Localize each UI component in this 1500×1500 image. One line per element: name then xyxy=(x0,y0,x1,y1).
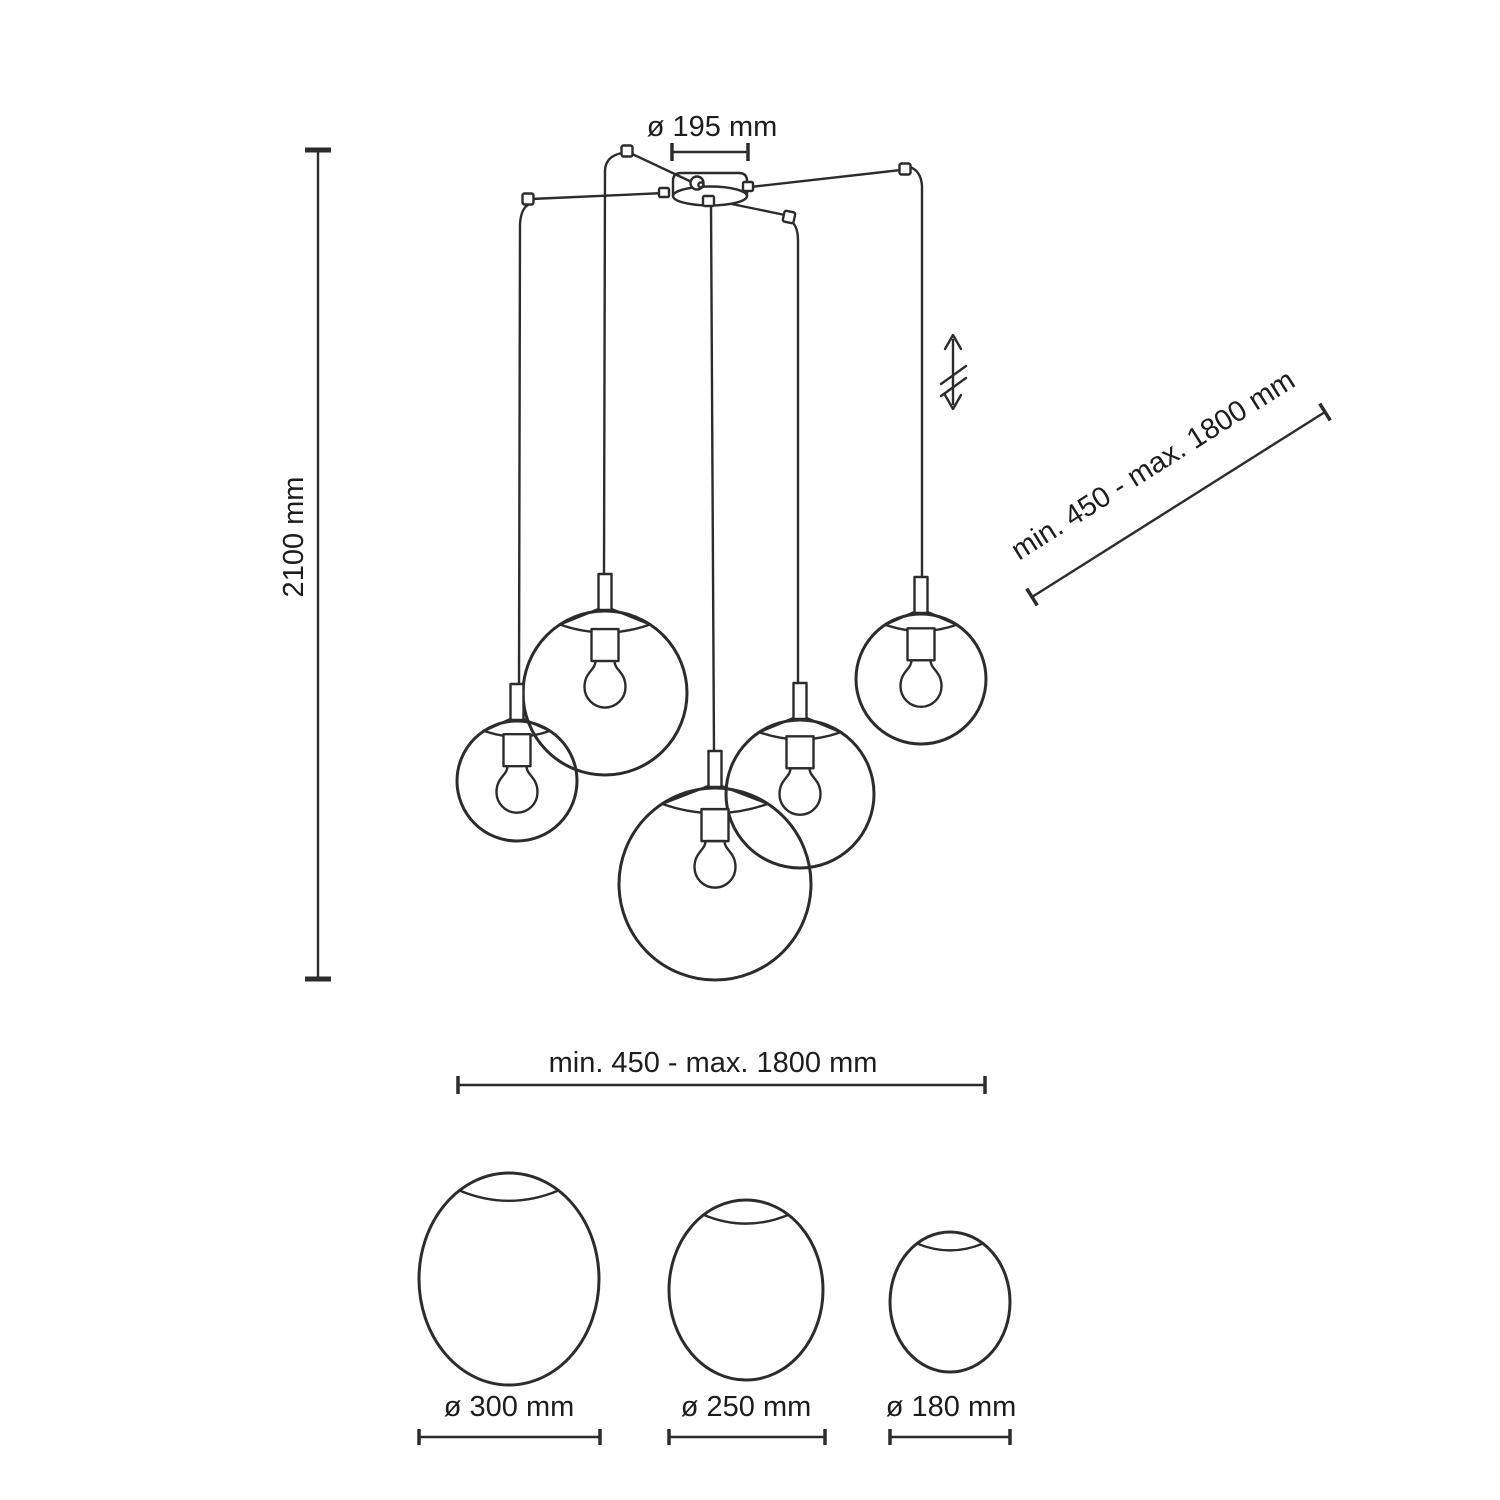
cord-length-label: min. 450 - max. 1800 mm xyxy=(1006,364,1301,567)
globe-size-reference xyxy=(417,1171,1012,1387)
canopy-diameter-label: ø 195 mm xyxy=(647,111,778,143)
cord xyxy=(602,151,624,578)
cord-length-tick-lower xyxy=(1025,587,1039,607)
spread-dimension: min. 450 - max. 1800 mm xyxy=(456,1047,987,1094)
reference-globe-1 xyxy=(417,1171,601,1387)
adjust-arrow-head-up-icon xyxy=(943,333,963,351)
cord-hook xyxy=(781,209,797,225)
cord-length-line xyxy=(1031,410,1326,599)
bulb-socket xyxy=(590,627,620,663)
glass-globe-outline xyxy=(667,1198,825,1382)
globe-cap-flare xyxy=(661,784,769,806)
cord xyxy=(529,191,667,201)
globe-stem xyxy=(707,749,723,789)
light-bulb xyxy=(778,767,822,816)
pendant-globe-4 xyxy=(854,575,988,746)
bulb-socket xyxy=(906,627,936,662)
reference-globe-3 xyxy=(888,1230,1012,1374)
adjust-arrow-break-slash-2 xyxy=(939,376,968,398)
cord-hook xyxy=(521,192,535,206)
globe-cap-flare xyxy=(884,610,958,626)
bulb-socket xyxy=(785,735,815,770)
spread-label: min. 450 - max. 1800 mm xyxy=(549,1047,878,1079)
suspension-cords xyxy=(517,165,924,755)
cord xyxy=(628,151,698,186)
globe-size-300-label: ø 300 mm xyxy=(444,1391,575,1423)
cord xyxy=(517,203,530,688)
light-bulb xyxy=(899,659,943,708)
globe-size-250-dimension: ø 250 mm xyxy=(667,1391,827,1445)
cord-hook xyxy=(620,144,634,158)
adjust-arrow-head-down-icon xyxy=(943,393,963,411)
cable-entry-pin xyxy=(697,181,705,189)
globe-stem xyxy=(913,575,929,615)
globe-cap-rim xyxy=(458,1189,560,1202)
light-bulb xyxy=(495,765,539,814)
fixture-height-label: 2100 mm xyxy=(278,477,310,598)
glass-globe-outline xyxy=(417,1171,601,1387)
pendant-globe-3 xyxy=(724,681,876,870)
cord-length-dimension: min. 450 - max. 1800 mm xyxy=(1006,364,1332,607)
fixture-height-dimension: 2100 mm xyxy=(278,147,331,982)
cord xyxy=(908,165,924,581)
light-bulb xyxy=(693,839,737,889)
pendant-globe-2 xyxy=(455,682,579,843)
height-adjust-arrow xyxy=(939,333,968,411)
globe-size-180-dimension: ø 180 mm xyxy=(886,1391,1017,1445)
globe-stem xyxy=(597,572,613,612)
pendant-globe-1 xyxy=(521,572,689,777)
cord xyxy=(748,168,903,189)
cord xyxy=(709,201,716,755)
ceiling-canopy xyxy=(521,144,912,578)
pendant-globe-5 xyxy=(617,749,813,982)
canopy-tab-right xyxy=(741,180,755,193)
bulb-socket xyxy=(502,733,532,768)
globe-size-250-label: ø 250 mm xyxy=(681,1391,812,1423)
cord-length-tick-upper xyxy=(1318,402,1332,422)
globe-cap-rim xyxy=(702,1213,790,1225)
bulb-socket xyxy=(700,807,730,843)
canopy-diameter-dimension: ø 195 mm xyxy=(647,111,778,161)
globe-cap-flare xyxy=(758,716,842,734)
globe-stem xyxy=(509,682,525,722)
glass-globe-outline xyxy=(888,1230,1012,1374)
cord xyxy=(790,220,800,687)
light-bulb xyxy=(583,659,627,709)
reference-globe-2 xyxy=(667,1198,825,1382)
canopy-tab-left xyxy=(657,186,671,199)
cord-hook xyxy=(898,162,912,176)
globe-cap-flare xyxy=(482,717,552,733)
pendant-globes xyxy=(455,572,988,982)
globe-stem xyxy=(792,681,808,721)
adjust-arrow-break-slash-1 xyxy=(939,364,968,386)
globe-size-180-label: ø 180 mm xyxy=(886,1391,1017,1423)
canopy-tab-bottom xyxy=(701,194,716,208)
globe-cap-flare xyxy=(558,607,652,626)
globe-cap-rim xyxy=(915,1242,985,1252)
globe-size-300-dimension: ø 300 mm xyxy=(417,1391,602,1445)
